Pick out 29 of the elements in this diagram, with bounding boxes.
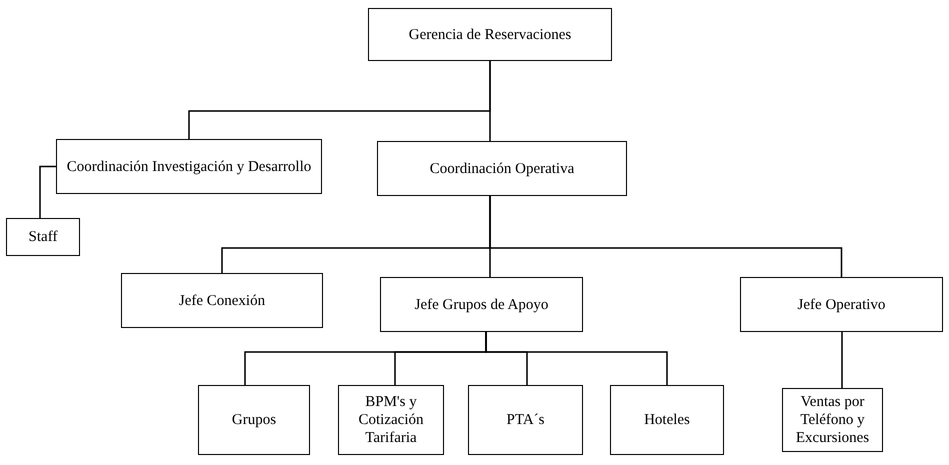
org-box — [740, 277, 943, 332]
org-box — [368, 8, 612, 61]
box-title: Coordinación Investigación y Desarrollo — [66, 158, 312, 176]
org-box — [56, 139, 322, 194]
org-box — [782, 388, 883, 452]
box-title: Jefe Conexión — [178, 292, 266, 310]
org-box — [468, 385, 583, 455]
connector-line — [489, 196, 842, 277]
org-box — [121, 273, 323, 328]
org-box — [377, 141, 627, 196]
box-title: Ventas por Teléfono y Excursiones — [794, 393, 870, 447]
connector-line — [39, 166, 56, 218]
org-box — [610, 385, 724, 455]
org-box — [6, 218, 80, 256]
box-title: BPM's y Cotización Tarifaria — [358, 393, 424, 447]
connector-line — [841, 332, 843, 388]
box-title: PTA´s — [506, 411, 544, 429]
connector-line — [485, 332, 668, 385]
box-title: Grupos — [232, 411, 276, 429]
box-title: Coordinación Operativa — [430, 160, 574, 178]
org-box — [338, 385, 444, 455]
connector-line — [489, 61, 491, 141]
org-box — [380, 277, 583, 332]
box-title: Jefe Operativo — [798, 296, 886, 314]
org-box — [198, 385, 310, 455]
box-title: Jefe Grupos de Apoyo — [414, 296, 548, 314]
box-title: Hoteles — [644, 411, 690, 429]
box-title: Staff — [28, 228, 58, 246]
box-title: Gerencia de Reservaciones — [408, 26, 572, 44]
